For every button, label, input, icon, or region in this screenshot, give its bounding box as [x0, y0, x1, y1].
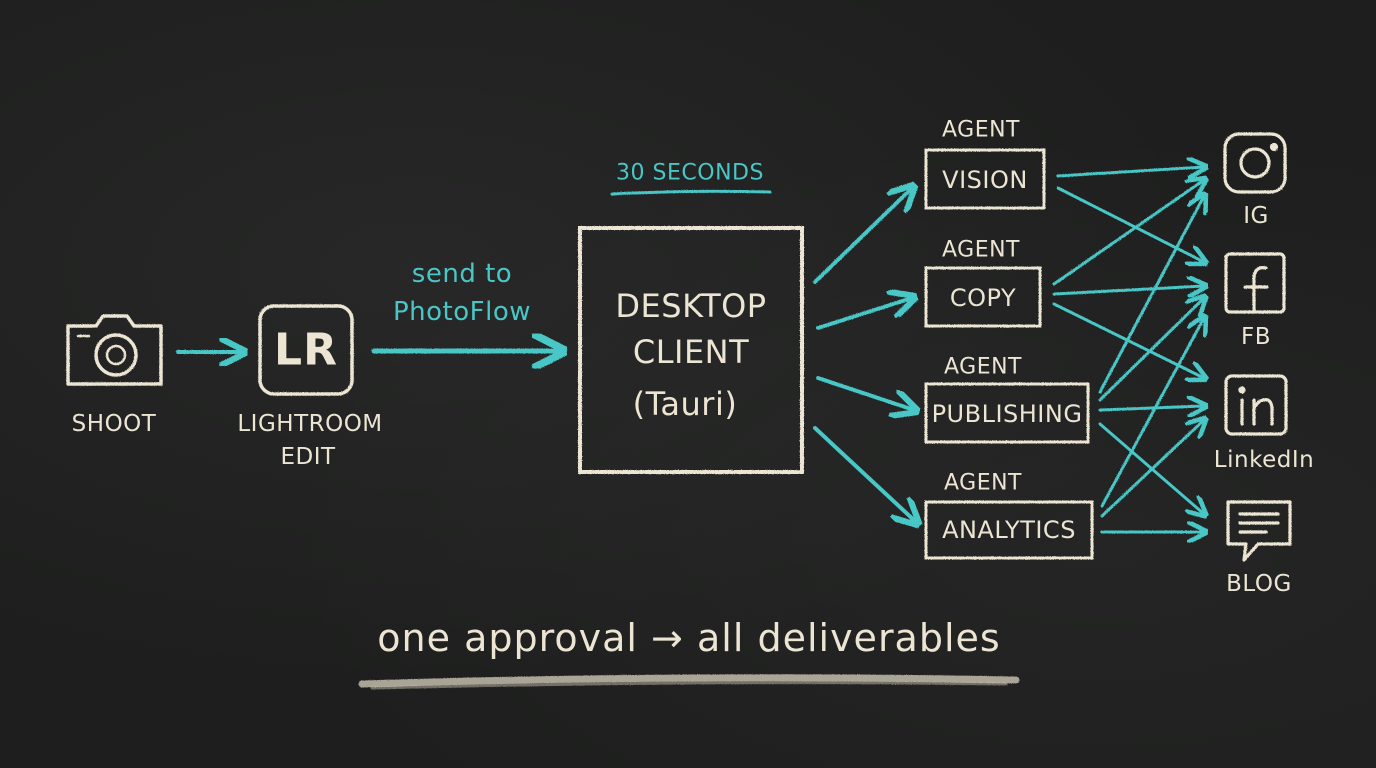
desktop-client-box	[578, 226, 804, 474]
send-label-line2: PhotoFlow	[392, 297, 532, 327]
agent-box-copy	[924, 266, 1042, 328]
agent-box-vision	[924, 148, 1046, 210]
agent-heading-vision: AGENT	[941, 117, 1021, 143]
agent-name-publishing: PUBLISHING	[931, 400, 1083, 428]
client-line3: (Tauri)	[632, 385, 738, 423]
facebook-icon	[1224, 252, 1286, 314]
shoot-label: SHOOT	[71, 411, 157, 437]
linkedin-icon	[1224, 374, 1288, 436]
instagram-icon	[1223, 132, 1287, 194]
channel-label-fb: FB	[1240, 324, 1272, 350]
agent-to-channel-arrows	[1052, 167, 1204, 532]
lightroom-icon	[258, 304, 354, 396]
timing-underline	[610, 189, 772, 196]
channel-label-linkedin: LinkedIn	[1213, 447, 1315, 473]
agent-box-analytics	[924, 500, 1094, 560]
lightroom-label-line1: LIGHTROOM	[237, 411, 383, 437]
agent-name-copy: COPY	[949, 284, 1017, 312]
agent-box-publishing	[924, 382, 1090, 444]
send-label-line1: send to	[411, 259, 513, 289]
timing-label: 30 SECONDS	[616, 160, 764, 186]
client-line1: DESKTOP	[615, 287, 767, 325]
agent-heading-copy: AGENT	[941, 237, 1021, 263]
channel-label-ig: IG	[1243, 203, 1269, 229]
blog-chat-icon	[1226, 500, 1292, 562]
lightroom-label-line2: EDIT	[280, 444, 336, 470]
lightroom-logo-text: LR	[274, 324, 338, 376]
agent-name-analytics: ANALYTICS	[942, 516, 1076, 544]
client-to-agent-arrows	[813, 188, 916, 522]
agent-heading-publishing: AGENT	[943, 354, 1023, 380]
client-line2: CLIENT	[632, 333, 750, 371]
tagline: one approval → all deliverables	[377, 616, 1001, 660]
agent-heading-analytics: AGENT	[943, 470, 1023, 496]
tagline-underline	[358, 674, 1020, 688]
camera-icon	[66, 314, 163, 386]
agent-name-vision: VISION	[942, 166, 1028, 194]
channel-label-blog: BLOG	[1226, 571, 1292, 597]
